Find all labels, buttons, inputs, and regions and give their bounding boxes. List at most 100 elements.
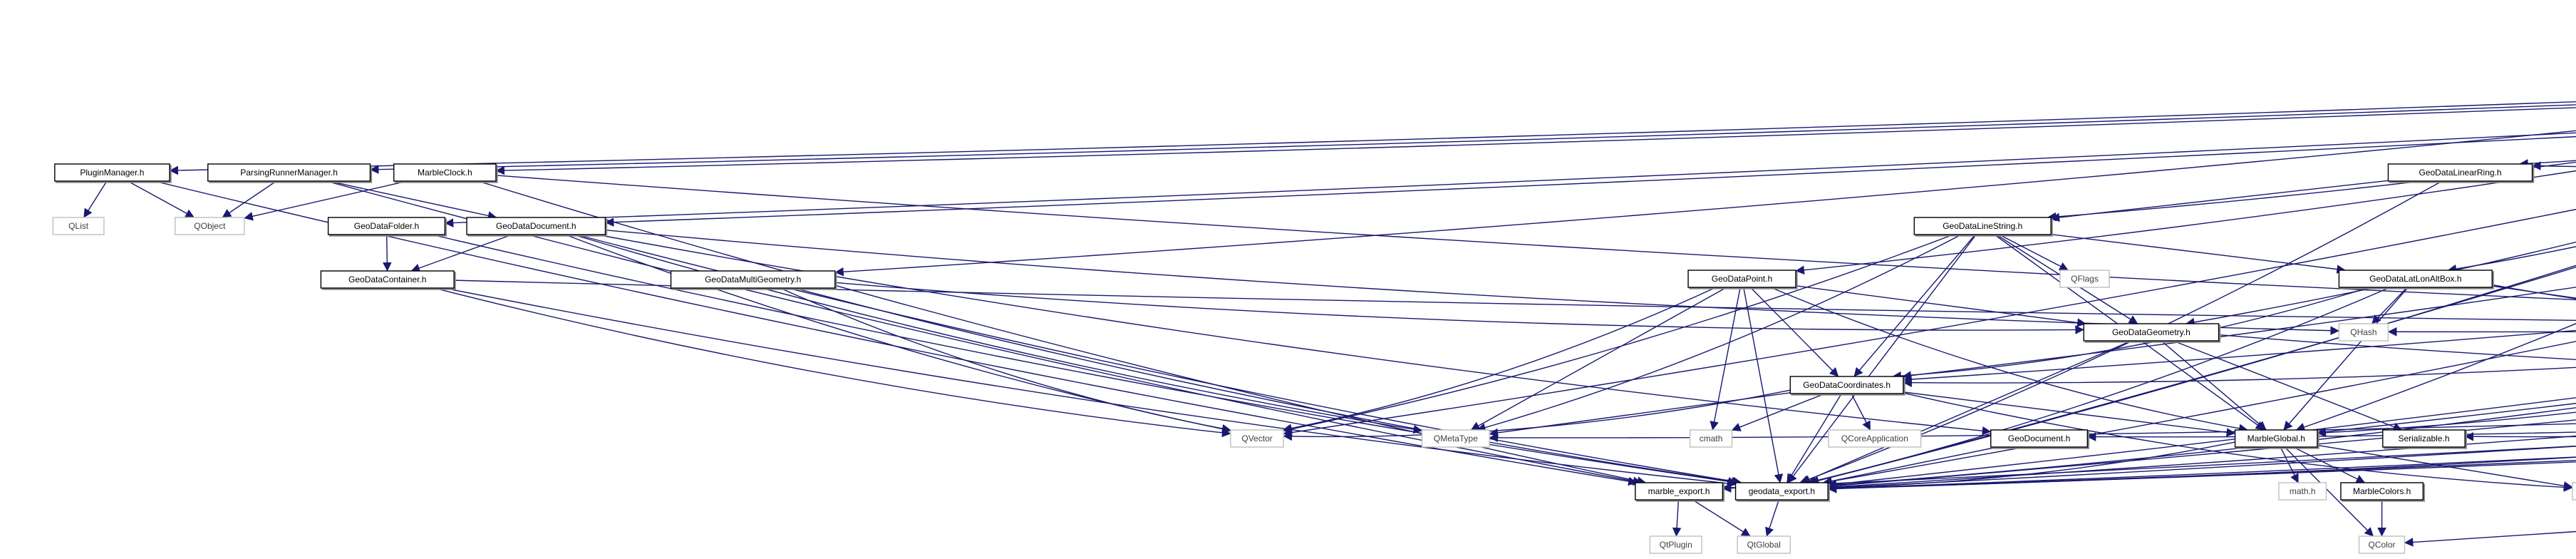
node-qmetatype[interactable]: QMetaType: [1421, 429, 1490, 448]
node-label: ParsingRunnerManager.h: [240, 168, 338, 178]
edge-kml2cache-to-geodatafolder: [444, 132, 2576, 227]
node-box: [393, 163, 497, 182]
node-box: [1828, 429, 1922, 448]
node-label: GeoDataFolder.h: [354, 221, 419, 231]
node-box: [327, 217, 446, 235]
edge-geodatacoordinates-to-marbleglobal: [1903, 391, 2236, 437]
edge-geodatatimespan-to-geodata_export: [1827, 419, 2576, 491]
node-marbleclock[interactable]: MarbleClock.h: [393, 163, 497, 182]
node-label: math.h: [2290, 486, 2316, 496]
node-box: [2338, 323, 2389, 342]
edge-geodatadocument-to-qhash: [605, 229, 2340, 335]
node-label: geodata_export.h: [1749, 486, 1815, 496]
node-marbleglobal[interactable]: MarbleGlobal.h: [2234, 429, 2318, 448]
edge-marble_export-to-qtglobal: [1692, 499, 1751, 537]
edge-geodatacoordinates-to-qstring: [1903, 392, 2573, 492]
node-qtglobal[interactable]: QtGlobal: [1737, 535, 1791, 554]
edge-marbleclock-to-qobject: [244, 180, 408, 221]
edge-geodatafolder-to-geodata_export: [431, 234, 1737, 486]
edge-geodatalatlonbox-to-marbleglobal: [2317, 411, 2576, 438]
edge-geodatacontainer-to-qvector: [434, 287, 1231, 438]
edge-geodatacoordinates-to-qmetatype: [1489, 392, 1791, 438]
node-box: [466, 217, 606, 235]
node-label: QFlags: [2071, 274, 2099, 284]
edge-geodataabstractview-to-geodata_export: [1827, 397, 2576, 489]
node-box: [1421, 429, 1490, 448]
node-box: [207, 163, 371, 182]
edge-geodatalatlonaltbox-to-geodatacoordinates: [1892, 287, 2370, 381]
edge-geodatacoordinates-to-geodata_export: [1786, 393, 1842, 483]
edge-geodatalatlonaltbox-to-marbleglobal: [2283, 287, 2409, 431]
node-pluginmanager[interactable]: PluginManager.h: [54, 163, 170, 182]
node-label: QObject: [194, 221, 226, 231]
node-geodatalatlonaltbox[interactable]: GeoDataLatLonAltBox.h: [2338, 270, 2493, 288]
edge-geodatalinestring-to-qvector: [1283, 234, 1954, 434]
node-geodatapoint[interactable]: GeoDataPoint.h: [1687, 270, 1796, 288]
node-qcoreapplication[interactable]: QCoreApplication: [1828, 429, 1922, 448]
node-marble-export[interactable]: marble_export.h: [1635, 482, 1724, 501]
node-label: GeoDataLatLonAltBox.h: [2369, 274, 2461, 284]
node-geodatageometry[interactable]: GeoDataGeometry.h: [2083, 323, 2220, 342]
edge-geodataplacemark-to-geodata_export: [1809, 266, 2576, 486]
node-qflags[interactable]: QFlags: [2059, 270, 2110, 288]
node-label: QtPlugin: [1660, 540, 1692, 550]
node-box: [1649, 535, 1702, 554]
edge-geodatadocument-to-qvector: [564, 234, 1231, 434]
node-label: MarbleGlobal.h: [2247, 434, 2305, 443]
node-qcolor[interactable]: QColor: [2358, 535, 2406, 554]
edge-geodatapolygon-to-marbleglobal: [2295, 323, 2576, 432]
node-box: [2278, 482, 2327, 501]
node-box: [54, 163, 170, 182]
node-geodatafolder[interactable]: GeoDataFolder.h: [327, 217, 446, 235]
node-geodatadocument[interactable]: GeoDataDocument.h: [466, 217, 606, 235]
node-geodatamultigeometry[interactable]: GeoDataMultiGeometry.h: [670, 270, 836, 289]
node-label: GeoDataLineString.h: [1943, 221, 2022, 231]
edge-geodatacoordinates-to-qcoreapplication: [1851, 393, 1871, 431]
node-label: QHash: [2350, 327, 2376, 337]
edge-geodatadocument-to-geodocument: [596, 234, 1992, 436]
edge-geodataextendeddata-to-qhash: [2387, 327, 2576, 337]
node-geodocument[interactable]: GeoDocument.h: [1990, 429, 2089, 448]
edge-geodataobject-to-qmetatype: [1489, 423, 2576, 443]
node-qhash[interactable]: QHash: [2338, 323, 2389, 342]
edge-geodataabstractview-to-marbleglobal: [2317, 403, 2576, 436]
node-geodata-export[interactable]: geodata_export.h: [1734, 482, 1828, 501]
node-label: QColor: [2369, 540, 2396, 550]
node-qvector[interactable]: QVector: [1230, 429, 1284, 448]
edge-geodataabstractview-to-geodatacoordinates: [1903, 329, 2576, 384]
edge-marbleglobal-to-qcolor: [2284, 446, 2374, 537]
node-box: [2382, 429, 2466, 448]
node-box: [2358, 535, 2406, 554]
node-geodatacoordinates[interactable]: GeoDataCoordinates.h: [1789, 376, 1904, 394]
node-math-h[interactable]: math.h: [2278, 482, 2327, 501]
node-label: Serializable.h: [2398, 434, 2449, 443]
node-geodatacontainer[interactable]: GeoDataContainer.h: [320, 270, 455, 289]
node-serializable[interactable]: Serializable.h: [2382, 429, 2466, 448]
node-parsingrunnermanager[interactable]: ParsingRunnerManager.h: [207, 163, 371, 182]
edge-geodatadocument-to-geodatacontainer: [410, 234, 513, 272]
node-marblecolors[interactable]: MarbleColors.h: [2340, 482, 2424, 501]
node-qstring[interactable]: QString: [2572, 482, 2576, 501]
node-label: GeoDocument.h: [2008, 434, 2070, 443]
edge-geodatalatlonaltbox-to-geodataobject: [2492, 285, 2576, 299]
node-geodatalinestring[interactable]: GeoDataLineString.h: [1913, 217, 2052, 235]
node-label: QVector: [1241, 434, 1272, 443]
node-qobject[interactable]: QObject: [174, 217, 245, 235]
node-label: GeoDataDocument.h: [496, 221, 576, 231]
node-box: [1635, 482, 1724, 501]
node-geodatalinearring[interactable]: GeoDataLinearRing.h: [2387, 163, 2533, 182]
edge-kml2cache-to-marbleclock: [495, 107, 2576, 175]
edge-geodatalatlonaltbox-to-qhash: [2371, 287, 2408, 324]
node-box: [2234, 429, 2318, 448]
node-qlist[interactable]: QList: [52, 217, 105, 235]
node-qtplugin[interactable]: QtPlugin: [1649, 535, 1702, 554]
node-label: PluginManager.h: [80, 168, 144, 178]
edge-geodatalatlonaltbox-to-geodatalatlonbox: [2492, 284, 2576, 299]
edge-geodatageometry-to-serializable: [2173, 340, 2403, 431]
node-cmath[interactable]: cmath: [1689, 429, 1733, 448]
edge-geodatacoordinates-to-cmath: [1731, 393, 1826, 431]
node-box: [320, 270, 455, 289]
edge-geodatalatlonaltbox-to-geodata_export: [1806, 287, 2391, 486]
node-label: GeoDataGeometry.h: [2112, 327, 2190, 337]
